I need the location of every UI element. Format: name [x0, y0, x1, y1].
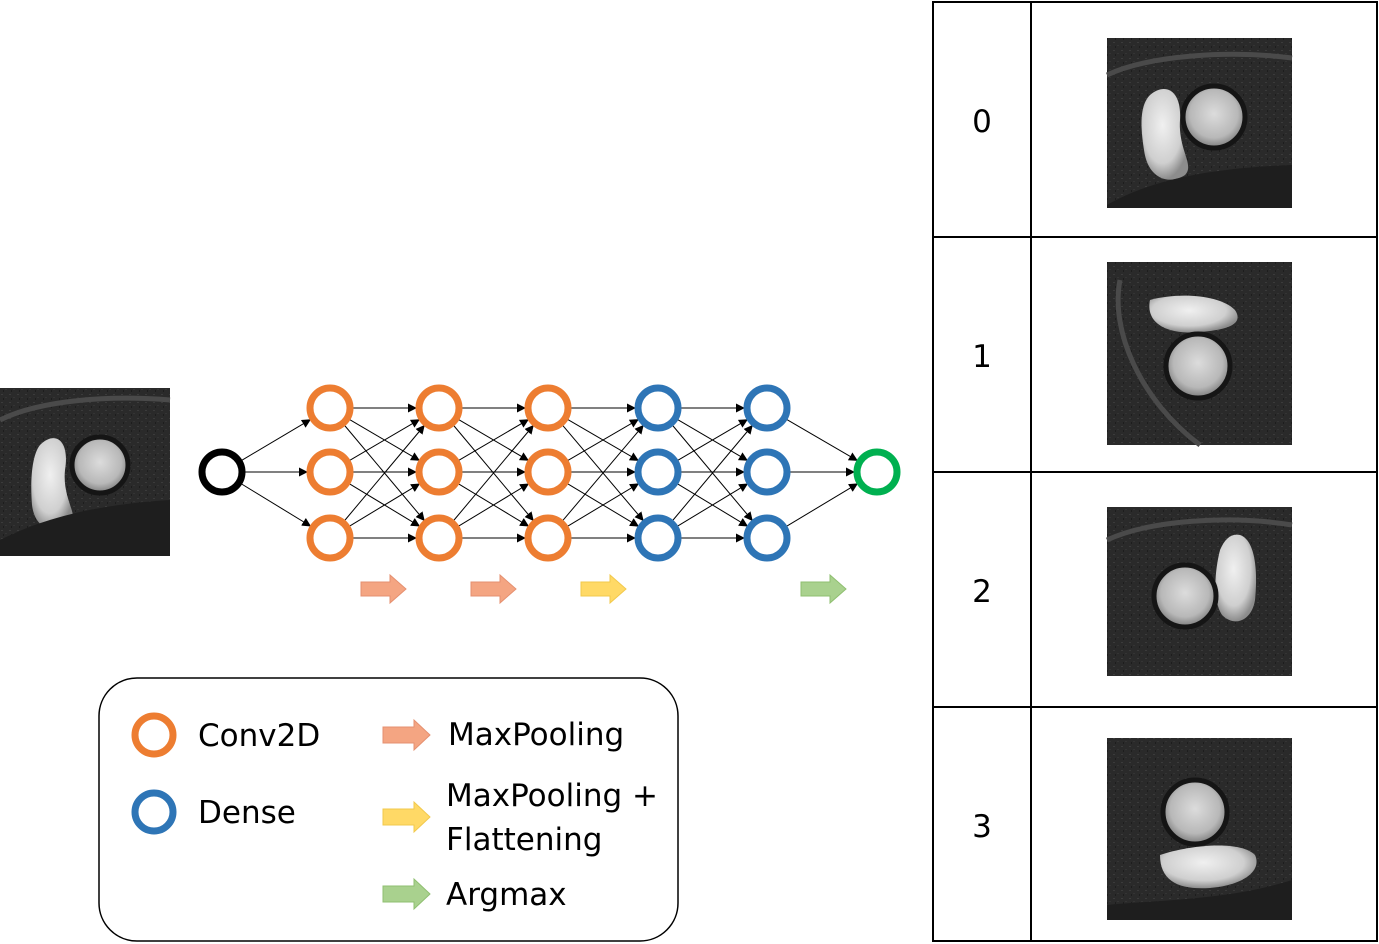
class-label-0: 0 [972, 104, 992, 140]
input-node [198, 448, 246, 496]
dense-node-4-1 [634, 384, 682, 432]
connection-arrow [458, 419, 529, 461]
class-0-mri-image [1105, 38, 1293, 208]
connection-arrow [562, 424, 644, 521]
conv2d-node-2-1 [415, 384, 463, 432]
conv2d-node-2-2 [415, 448, 463, 496]
output-node [853, 448, 901, 496]
connection-arrow [672, 424, 753, 521]
legend-dense-label: Dense [198, 795, 296, 831]
legend-maxpooling-label: MaxPooling [448, 717, 624, 753]
maxpooling-arrow-1 [360, 573, 407, 605]
class-label-1: 1 [972, 339, 992, 375]
connection-arrow [567, 483, 640, 527]
maxpooling-arrow-2 [470, 573, 517, 605]
legend-maxpooling-flattening-icon [382, 800, 431, 834]
connection-arrow [453, 424, 534, 521]
conv2d-node-1-2 [306, 448, 354, 496]
network-connections [241, 403, 859, 543]
connection-arrow [677, 483, 749, 527]
legend-maxpooling-icon [382, 718, 431, 752]
connection-arrow [241, 483, 312, 527]
conv2d-node-2-3 [415, 514, 463, 562]
connection-arrow [677, 419, 748, 461]
legend-argmax-label: Argmax [446, 877, 567, 913]
input-mri-image [0, 388, 171, 556]
argmax-arrow [800, 573, 847, 605]
class-2-mri-image [1105, 507, 1293, 676]
legend-conv2d-label: Conv2D [198, 718, 320, 754]
conv2d-node-1-3 [306, 514, 354, 562]
connection-arrow [349, 419, 420, 461]
dense-node-5-1 [743, 384, 791, 432]
legend-conv2d-icon [131, 712, 177, 758]
class-label-3: 3 [972, 809, 992, 845]
transition-arrows [360, 573, 847, 605]
connection-arrow [349, 483, 421, 527]
maxpooling-flattening-arrow [580, 573, 627, 605]
connection-arrow [786, 483, 859, 527]
dense-node-4-3 [634, 514, 682, 562]
dense-node-5-3 [743, 514, 791, 562]
conv2d-node-1-1 [306, 384, 354, 432]
connection-arrow [344, 424, 425, 521]
connection-arrow [786, 419, 858, 461]
legend-maxpooling-flattening-label-line2: Flattening [446, 822, 602, 858]
conv2d-node-3-3 [524, 514, 572, 562]
legend: Conv2D Dense MaxPooling MaxPooling + Fla… [98, 677, 679, 942]
legend-dense-icon [131, 789, 177, 835]
conv2d-node-3-1 [524, 384, 572, 432]
legend-argmax-icon [382, 877, 431, 911]
dense-node-5-2 [743, 448, 791, 496]
connection-arrow [241, 419, 311, 461]
network-nodes [198, 384, 901, 562]
class-label-2: 2 [972, 574, 992, 610]
connection-arrow [567, 419, 639, 461]
conv2d-node-3-2 [524, 448, 572, 496]
legend-maxpooling-flattening-label: MaxPooling + [446, 778, 658, 814]
connection-arrow [458, 483, 530, 527]
class-3-mri-image [1107, 738, 1292, 920]
class-table: 0 1 2 3 [932, 1, 1378, 942]
dense-node-4-2 [634, 448, 682, 496]
class-1-mri-image [1107, 262, 1292, 447]
